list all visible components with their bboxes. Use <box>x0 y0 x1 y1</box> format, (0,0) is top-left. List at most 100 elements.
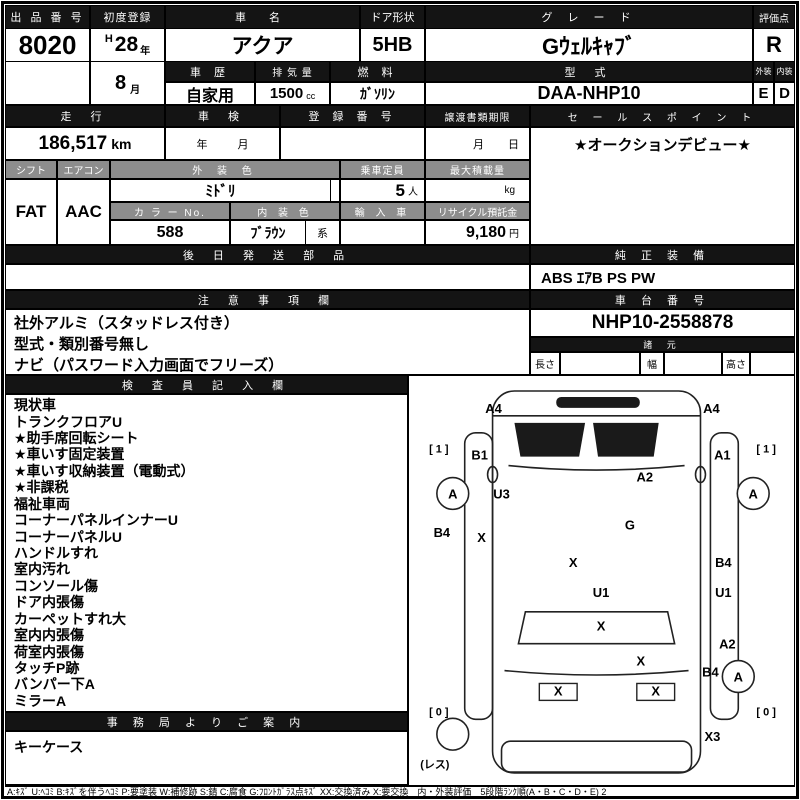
inspector-note-item: ★助手席回転シート <box>14 430 139 447</box>
equipment-header: 純 正 装 備 <box>530 245 795 264</box>
lot-empty-cell <box>5 61 90 105</box>
damage-mark: U1 <box>715 585 732 600</box>
year-unit: 年 <box>140 46 151 57</box>
damage-mark: B1 <box>471 448 488 463</box>
damage-mark: B4 <box>715 555 732 570</box>
inspector-note-item: 現状車 <box>14 397 56 414</box>
dimensions-header: 諸 元 <box>530 337 795 352</box>
rear-window <box>517 611 676 645</box>
car-outline <box>463 390 740 774</box>
color-no-value: 588 <box>110 220 230 245</box>
damage-mark: X <box>554 683 563 698</box>
inspector-notes-header: 検 査 員 記 入 欄 <box>5 375 408 394</box>
damage-mark: B4 <box>434 525 451 540</box>
registration-number-value <box>280 127 425 160</box>
exterior-grade-value: E <box>753 82 774 105</box>
model-code-header: 型 式 <box>425 61 753 82</box>
max-load-value: kg <box>425 179 530 202</box>
interior-color-cell: ﾌﾞﾗｳﾝ 系 <box>230 220 340 245</box>
inspection-month-unit: 月 <box>237 138 249 151</box>
damage-mark: B4 <box>702 665 719 680</box>
damage-mark: U1 <box>593 585 610 600</box>
inspector-note-item: ハンドルすれ <box>14 545 98 562</box>
inspection-value: 年 月 <box>165 127 280 160</box>
caution-note-item: 型式・類別番号無し <box>14 336 150 353</box>
model-code-value: DAA-NHP10 <box>425 82 753 105</box>
inspection-header: 車 検 <box>165 105 280 127</box>
displacement-header: 排 気 量 <box>255 61 330 82</box>
wheel-circle <box>436 476 470 511</box>
right-mirror <box>694 465 707 484</box>
office-notice-value: キーケース <box>5 731 408 785</box>
interior-grade-value: D <box>774 82 795 105</box>
first-registration-header: 初度登録 <box>90 5 165 29</box>
recycle-number: 9,180 <box>465 223 506 241</box>
transfer-deadline-value: 月 日 <box>425 127 530 160</box>
mileage-unit: km <box>111 135 132 152</box>
width-label: 幅 <box>640 352 664 375</box>
hatch-line <box>504 669 689 676</box>
exterior-color-cell: ﾐﾄﾞﾘ <box>110 179 340 202</box>
damage-mark: A2 <box>719 637 736 652</box>
height-label: 高さ <box>722 352 750 375</box>
aircon-header: エアコン <box>57 160 110 179</box>
recycle-deposit-header: リサイクル預託金 <box>425 202 530 220</box>
interior-color-value: ﾌﾞﾗｳﾝ <box>250 224 286 241</box>
mileage-header: 走 行 <box>5 105 165 127</box>
length-label: 長さ <box>530 352 560 375</box>
car-name-value: アクア <box>165 28 360 62</box>
exchange-part-box <box>538 682 578 702</box>
damage-mark: X <box>477 530 486 545</box>
lot-number-value: 8020 <box>5 28 90 62</box>
later-parts-value <box>5 264 530 290</box>
score-value: R <box>753 28 795 62</box>
recycle-unit: 円 <box>509 229 519 240</box>
exterior-grade-header: 外装 <box>753 61 774 82</box>
car-name-header: 車 名 <box>165 5 360 29</box>
damage-mark: [ 0 ] <box>429 706 449 718</box>
mileage-value: 186,517 km <box>5 127 165 160</box>
fuel-value: ｶﾞｿﾘﾝ <box>330 82 425 105</box>
rear-bumper <box>500 740 693 773</box>
damage-mark: (レス) <box>420 759 450 771</box>
inspector-note-item: 荷室内張傷 <box>14 643 84 660</box>
damage-mark: [ 0 ] <box>756 706 776 718</box>
wheel-circle <box>436 717 470 751</box>
import-value <box>340 220 425 245</box>
reg-month: 8 <box>114 71 127 94</box>
inspector-note-item: バンパー下A <box>14 676 95 693</box>
inspector-note-item: 室内汚れ <box>14 561 70 578</box>
inspector-note-item: ★非課税 <box>14 479 69 496</box>
fuel-header: 燃 料 <box>330 61 425 82</box>
exterior-color-suffix-cell <box>330 180 339 201</box>
office-notice-header: 事 務 局 よ り ご 案 内 <box>5 712 408 731</box>
damage-mark: X3 <box>705 729 721 744</box>
inspector-note-item: コーナーパネルU <box>14 528 122 545</box>
displacement-unit: cc <box>306 91 316 101</box>
capacity-unit: 人 <box>408 187 418 198</box>
inspector-note-item: コーナーパネルインナーU <box>14 512 178 529</box>
wheel-circle <box>721 659 756 694</box>
grade-header: グ レ ー ド <box>425 5 753 29</box>
inspector-note-item: コンソール傷 <box>14 577 98 594</box>
interior-color-suffix: 系 <box>305 221 339 244</box>
displacement-value: 1500 cc <box>255 82 330 105</box>
inspector-note-item: ★車いす固定装置 <box>14 446 125 463</box>
damage-mark: A4 <box>703 401 720 416</box>
history-header: 車 歴 <box>165 61 255 82</box>
interior-color-header: 内 装 色 <box>230 202 340 220</box>
equipment-value: ABS ｴｱB PS PW <box>530 264 795 290</box>
registration-number-header: 登 録 番 号 <box>280 105 425 127</box>
front-grille <box>556 396 640 408</box>
inspector-note-item: トランクフロアU <box>14 413 123 430</box>
transfer-day-unit: 日 <box>508 138 519 151</box>
caution-notes-content: 社外アルミ（スタッドレス付き）型式・類別番号無しナビ（パスワード入力画面でフリー… <box>5 309 530 375</box>
damage-mark: G <box>625 517 635 532</box>
right-side-panel <box>709 431 740 721</box>
import-header: 輸 入 車 <box>340 202 425 220</box>
wheel-damage-mark: A <box>448 486 457 501</box>
damage-mark: [ 1 ] <box>429 444 449 456</box>
length-value <box>560 352 640 375</box>
